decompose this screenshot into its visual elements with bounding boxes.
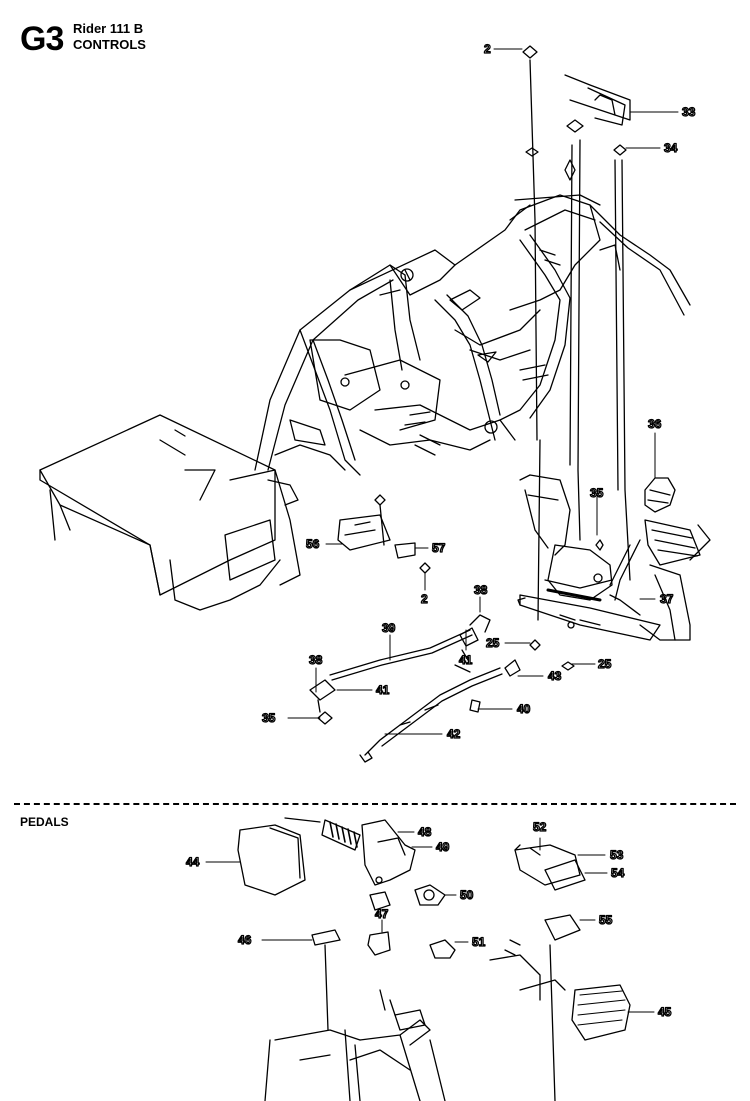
callout-56: 56 (306, 537, 320, 551)
callout-25a: 25 (486, 636, 500, 650)
callout-2a: 2 (484, 42, 491, 56)
diagram-code: G3 (20, 20, 64, 58)
callout-57: 57 (432, 541, 446, 555)
pedals-assembly (237, 817, 631, 1101)
callout-36: 36 (648, 417, 662, 431)
callout-45: 45 (658, 1005, 672, 1019)
pedals-section-title: PEDALS (20, 815, 69, 829)
callout-51: 51 (472, 935, 486, 949)
callout-52: 52 (533, 820, 547, 834)
callout-48: 48 (418, 825, 432, 839)
callout-50: 50 (460, 888, 474, 902)
callout-37: 37 (660, 592, 674, 606)
callout-49: 49 (436, 840, 450, 854)
callout-35a: 35 (590, 486, 604, 500)
callout-41a: 41 (459, 653, 473, 667)
callout-39: 39 (382, 621, 396, 635)
callout-43: 43 (548, 669, 562, 683)
callout-38b: 38 (309, 653, 323, 667)
callout-34: 34 (664, 141, 678, 155)
callout-25b: 25 (598, 657, 612, 671)
model-name: Rider 111 B (73, 21, 144, 36)
control-linkage (309, 45, 711, 763)
callout-53: 53 (610, 848, 624, 862)
callout-42: 42 (447, 727, 461, 741)
callout-44: 44 (186, 855, 200, 869)
callout-35b: 35 (262, 711, 276, 725)
callout-38a: 38 (474, 583, 488, 597)
chassis-frame (39, 194, 691, 611)
section-title: CONTROLS (73, 37, 146, 52)
section-divider (14, 803, 736, 805)
callout-labels: 2 33 34 36 35 56 57 2 38 37 39 25 41 25 … (185, 41, 696, 1019)
callout-33: 33 (682, 105, 696, 119)
callout-2b: 2 (421, 592, 428, 606)
leader-lines (205, 48, 679, 1013)
callout-46: 46 (238, 933, 252, 947)
callout-41b: 41 (376, 683, 390, 697)
callout-47: 47 (375, 907, 389, 921)
callout-40: 40 (517, 702, 531, 716)
callout-54: 54 (611, 866, 625, 880)
callout-55: 55 (599, 913, 613, 927)
